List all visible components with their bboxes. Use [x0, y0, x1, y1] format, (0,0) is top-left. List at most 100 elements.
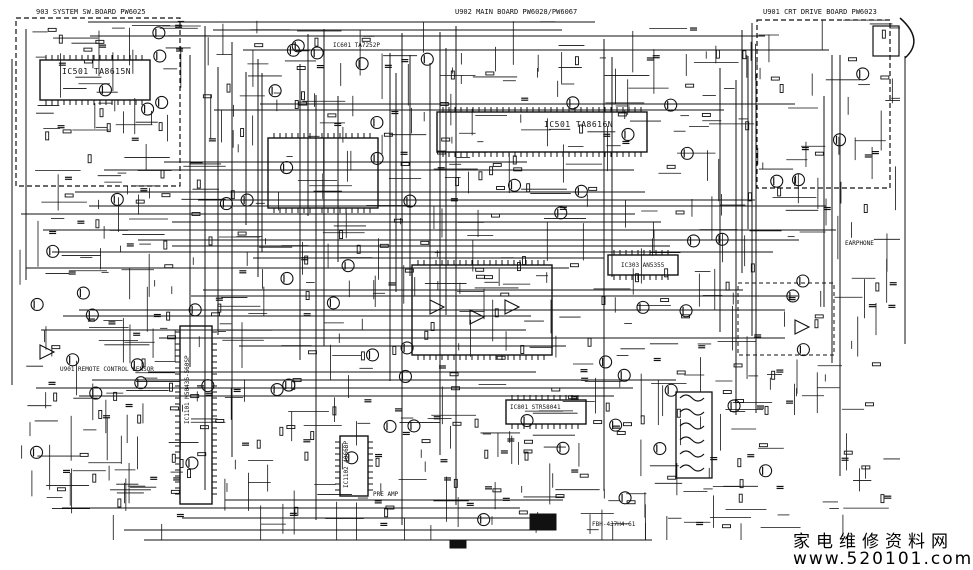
resistor [745, 121, 750, 131]
resistor [339, 230, 344, 240]
resistor [79, 452, 89, 457]
resistor [392, 345, 397, 355]
resistor [292, 378, 302, 383]
resistor [517, 262, 521, 272]
ic1102-body [339, 435, 369, 497]
transistor [310, 46, 324, 60]
resistor [375, 457, 380, 467]
resistor [492, 162, 502, 167]
amplifier-symbol [429, 299, 446, 315]
resistor [875, 282, 880, 292]
resistor [83, 59, 93, 64]
transistor [832, 133, 847, 147]
resistor [171, 453, 176, 463]
resistor [675, 210, 685, 215]
resistor [485, 71, 495, 76]
resistor [95, 219, 100, 229]
resistor [451, 386, 461, 391]
resistor [169, 406, 179, 411]
resistor [474, 418, 479, 428]
transistor [370, 115, 384, 130]
ic601-label: IC601 TA7252P [333, 42, 380, 49]
resistor [616, 430, 626, 435]
resistor [475, 267, 485, 272]
transistor [98, 83, 112, 97]
transistor [341, 259, 355, 273]
resistor [191, 212, 201, 216]
transistor [621, 127, 635, 142]
resistor [551, 387, 561, 392]
resistor [240, 128, 245, 137]
transistor [345, 451, 359, 465]
outline [756, 19, 891, 189]
resistor [660, 298, 670, 303]
transformer-winding [679, 422, 705, 430]
resistor [384, 508, 389, 518]
resistor [437, 150, 446, 155]
resistor [626, 500, 636, 505]
transistor [679, 304, 693, 318]
resistor [160, 169, 165, 179]
resistor [601, 296, 606, 305]
resistor [881, 29, 886, 39]
resistor [170, 489, 180, 494]
transistor [786, 289, 800, 303]
resistor [51, 345, 61, 350]
resistor [635, 273, 640, 283]
crt-neck [899, 17, 915, 59]
resistor [450, 70, 455, 80]
resistor [332, 406, 337, 416]
resistor [53, 392, 58, 402]
resistor [748, 192, 752, 202]
resistor [871, 362, 881, 367]
resistor [199, 425, 209, 430]
resistor [197, 452, 207, 457]
transistor [403, 194, 417, 208]
transistor [383, 419, 397, 433]
resistor [301, 91, 305, 101]
resistor [164, 264, 174, 269]
transistor [141, 102, 155, 116]
transistor [130, 358, 144, 372]
resistor [106, 123, 111, 133]
transformer-winding [679, 394, 705, 402]
resistor [715, 49, 720, 59]
transistor [400, 341, 414, 355]
fbt-label: FBH-4J7H4-61 [592, 521, 636, 528]
resistor [518, 510, 528, 515]
transistor [268, 84, 282, 98]
transistor [110, 192, 124, 206]
resistor [226, 83, 231, 93]
resistor [579, 473, 589, 478]
resistor [735, 398, 744, 403]
resistor [569, 263, 579, 268]
transistor [66, 353, 80, 367]
resistor [179, 459, 184, 468]
resistor [605, 402, 610, 412]
resistor [865, 402, 874, 407]
resistor [308, 350, 317, 355]
resistor [294, 506, 299, 516]
transistor [574, 184, 588, 198]
transistor [420, 52, 434, 66]
remote-sensor-label: U901 REMOTE CONTROL SENSOR [60, 366, 154, 373]
resistor [361, 37, 371, 42]
resistor [742, 50, 747, 60]
resistor [555, 494, 565, 499]
transistor [291, 39, 305, 53]
resistor [475, 274, 485, 279]
resistor [640, 415, 645, 425]
resistor [158, 122, 163, 132]
transistor [609, 418, 623, 432]
resistor [814, 314, 824, 319]
resistor [360, 351, 365, 361]
resistor [169, 382, 173, 392]
transistor [759, 464, 773, 478]
resistor [494, 308, 499, 318]
amplifier-symbol [794, 319, 811, 335]
pre-amp-label: PRE AMP [373, 491, 399, 498]
resistor [117, 498, 122, 508]
resistor [211, 312, 220, 317]
transistor [856, 67, 870, 81]
resistor [190, 394, 200, 399]
